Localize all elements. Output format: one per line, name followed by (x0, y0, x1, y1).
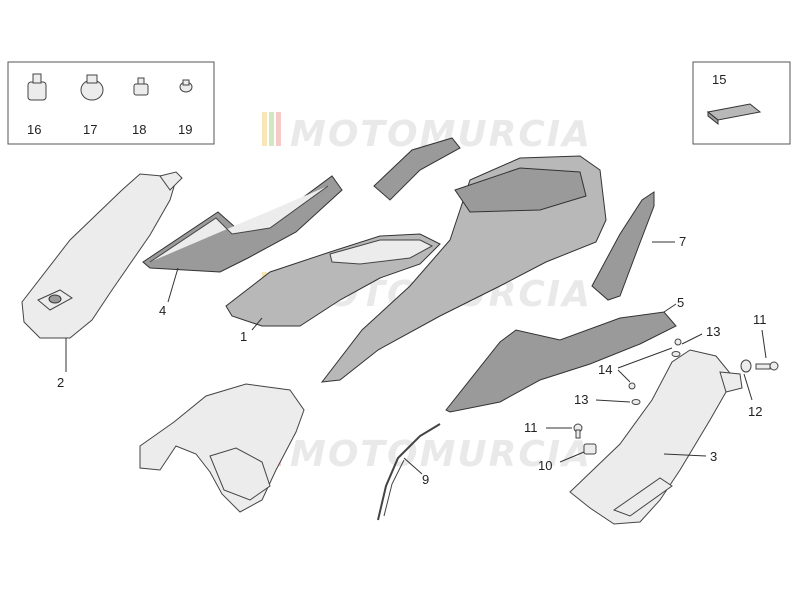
label-10: 10 (538, 458, 552, 473)
part-18-spacer (133, 77, 149, 96)
label-19: 19 (178, 122, 192, 137)
part-19-clip (179, 79, 193, 93)
label-5: 5 (677, 295, 684, 310)
label-2: 2 (57, 375, 64, 390)
part-5-right-trim-panel (445, 311, 677, 413)
label-12: 12 (748, 404, 762, 419)
watermark-text-bottom: MOTOMURCIA (290, 434, 592, 475)
leader-13-lower (595, 399, 631, 403)
part-9-cable (377, 423, 441, 521)
part-7-rear-side-panel (591, 191, 655, 301)
leader-12 (743, 373, 753, 401)
leader-5 (663, 303, 677, 313)
leader-1 (251, 317, 263, 331)
leader-14-b (617, 369, 631, 383)
label-3: 3 (710, 449, 717, 464)
part-16-rubber-grommet (27, 73, 47, 101)
part-10-nut (583, 443, 597, 455)
part-13-washer-lower (631, 399, 641, 405)
part-undertray (139, 383, 305, 513)
label-13-lower: 13 (574, 392, 588, 407)
leader-4 (167, 267, 179, 303)
label-11-left: 11 (524, 420, 538, 435)
label-7: 7 (679, 234, 686, 249)
leader-11-right (761, 329, 767, 359)
watermark-bottom: MOTOMURCIA (262, 432, 592, 475)
part-13-washer-upper (671, 351, 681, 357)
part-3-right-side-cover (569, 349, 743, 525)
label-16: 16 (27, 122, 41, 137)
label-14: 14 (598, 362, 612, 377)
label-11-right: 11 (753, 312, 767, 327)
part-4-left-trim-panel (142, 175, 343, 273)
leader-3 (663, 453, 707, 457)
part-17-rubber-mount (80, 74, 104, 101)
label-13-upper: 13 (706, 324, 720, 339)
fasteners-inset-frame (7, 61, 215, 145)
part-upper-rear-panel (373, 137, 461, 201)
adhesive-inset-frame (692, 61, 791, 145)
part-15-adhesive-pad (706, 103, 762, 126)
part-12-washer (740, 359, 752, 373)
part-11-screw-left (573, 423, 583, 439)
label-4: 4 (159, 303, 166, 318)
label-18: 18 (132, 122, 146, 137)
seat-main-body (320, 155, 607, 383)
label-9: 9 (422, 472, 429, 487)
part-14-screw-lower (628, 382, 636, 390)
leader-10 (559, 451, 585, 463)
label-1: 1 (240, 329, 247, 344)
part-14-screw-upper (674, 338, 682, 346)
leader-14-a (617, 347, 673, 369)
label-17: 17 (83, 122, 97, 137)
leader-9 (403, 457, 423, 475)
label-15: 15 (712, 72, 726, 87)
part-11-screw-right (755, 361, 779, 371)
leader-13-upper (681, 333, 703, 345)
part-2-left-side-cover (21, 171, 183, 339)
part-1-seat-front (225, 233, 441, 327)
